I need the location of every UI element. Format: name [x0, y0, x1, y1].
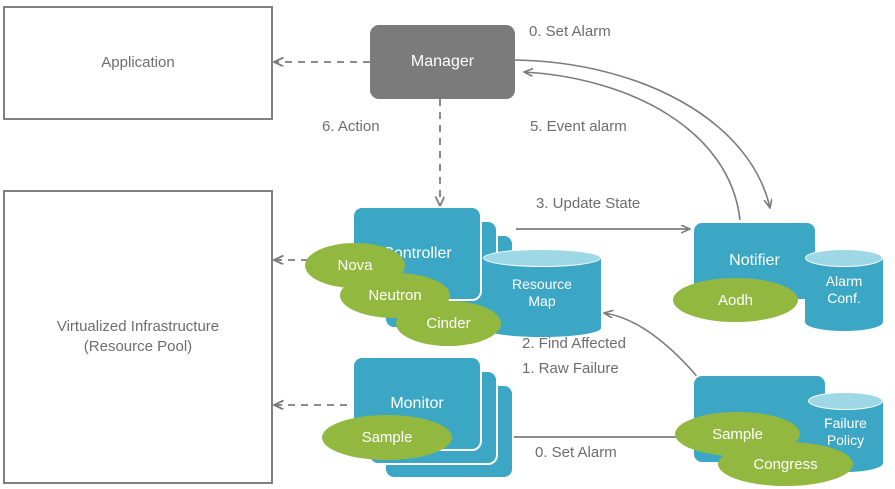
resource-map-label: Resource Map — [483, 249, 601, 337]
failure-policy-label-line1: Failure — [824, 415, 867, 432]
flow-label-set-alarm: 0. Set Alarm — [529, 23, 611, 40]
resource-map-cylinder-bottom — [483, 319, 601, 337]
notifier-label: Notifier — [729, 252, 780, 269]
alarm-conf-cylinder-body — [805, 258, 883, 322]
failure-policy-cylinder-top — [808, 392, 883, 410]
resource-map-cylinder-body — [483, 258, 601, 328]
monitor-sample-component: Sample — [322, 415, 452, 460]
application-box: Application — [3, 6, 273, 120]
resource-map-label-line1: Resource — [512, 276, 572, 293]
virtualized-infrastructure-box: Virtualized Infrastructure (Resource Poo… — [3, 190, 273, 484]
failure-policy-label: Failure Policy — [808, 392, 883, 472]
resource-map-datastore: Resource Map — [483, 249, 601, 337]
aodh-component: Aodh — [673, 278, 798, 322]
alarm-conf-cylinder-bottom — [805, 313, 883, 331]
cinder-component: Cinder — [396, 301, 501, 346]
resource-map-label-line2: Map — [528, 293, 556, 309]
alarm-conf-cylinder-top — [805, 249, 883, 267]
manager-label: Manager — [410, 53, 475, 70]
flow-label-event-alarm: 5. Event alarm — [530, 118, 627, 135]
failure-policy-label-line2: Policy — [826, 432, 865, 448]
failure-policy-datastore: Failure Policy — [808, 392, 883, 472]
flow-label-raw-failure: 0. Set Alarm — [535, 444, 617, 461]
neutron-label: Neutron — [368, 287, 422, 304]
cinder-label: Cinder — [426, 315, 471, 332]
flow-label-find-affected: 1. Raw Failure — [522, 360, 619, 377]
alarm-conf-label-line2: Conf. — [827, 290, 861, 306]
manager-box: Manager — [370, 25, 515, 99]
flow-label-action: 6. Action — [322, 118, 380, 135]
connector-update-state — [604, 313, 701, 381]
nova-label: Nova — [337, 257, 373, 274]
connector-event-alarm — [524, 72, 741, 221]
congress-component: Congress — [718, 442, 853, 486]
connector-set-alarm — [514, 59, 770, 208]
virtualized-infrastructure-label-line2: (Resource Pool) — [83, 338, 193, 355]
inspector-sample-component: Sample — [675, 412, 800, 456]
virtualized-infrastructure-label-line1: Virtualized Infrastructure — [56, 317, 220, 335]
monitor-label: Monitor — [390, 394, 444, 412]
flow-label-update-state: 2. Find Affected — [522, 335, 626, 352]
application-label: Application — [101, 53, 175, 71]
aodh-label: Aodh — [717, 291, 754, 309]
monitor-sample-label: Sample — [361, 429, 413, 446]
alarm-conf-label: Alarm Conf. — [805, 249, 883, 331]
alarm-conf-label-line1: Alarm — [825, 273, 863, 290]
alarm-conf-datastore: Alarm Conf. — [805, 249, 883, 331]
congress-label: Congress — [753, 455, 818, 473]
inspector-sample-label: Sample — [712, 425, 763, 443]
flow-label-notify-all: 3. Update State — [536, 195, 641, 212]
resource-map-cylinder-top — [483, 249, 601, 267]
